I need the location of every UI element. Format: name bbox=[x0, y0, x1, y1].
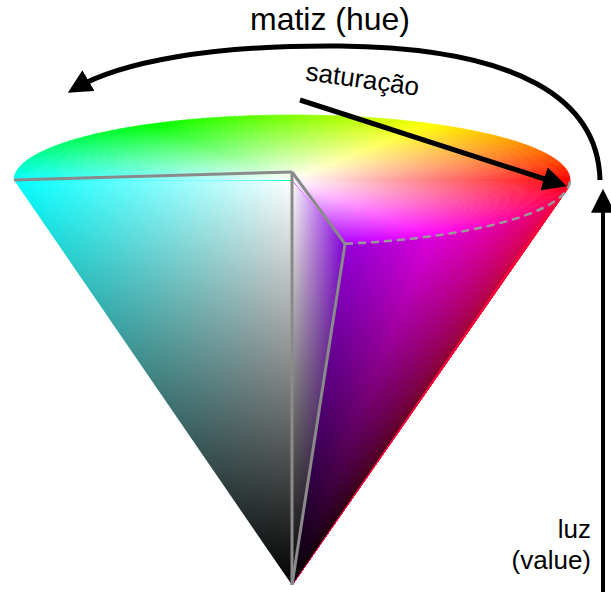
cut-edge bbox=[292, 244, 345, 585]
cut-edge bbox=[292, 172, 345, 244]
shade bbox=[292, 180, 570, 585]
cut-edge bbox=[291, 172, 294, 585]
value-arrow bbox=[601, 196, 605, 592]
cone-surface bbox=[292, 180, 570, 585]
axis-label: luz (value) bbox=[512, 514, 591, 576]
surface-slice bbox=[292, 180, 570, 585]
cut-edges bbox=[14, 172, 345, 585]
cut-face bbox=[14, 180, 292, 585]
cone bbox=[14, 115, 570, 585]
rim-edge bbox=[345, 180, 570, 244]
axis-label: saturação bbox=[304, 56, 421, 103]
axis-label: matiz (hue) bbox=[250, 0, 410, 38]
saturation-arrow bbox=[300, 100, 560, 184]
shade bbox=[14, 180, 292, 585]
cut-edge bbox=[14, 172, 292, 180]
